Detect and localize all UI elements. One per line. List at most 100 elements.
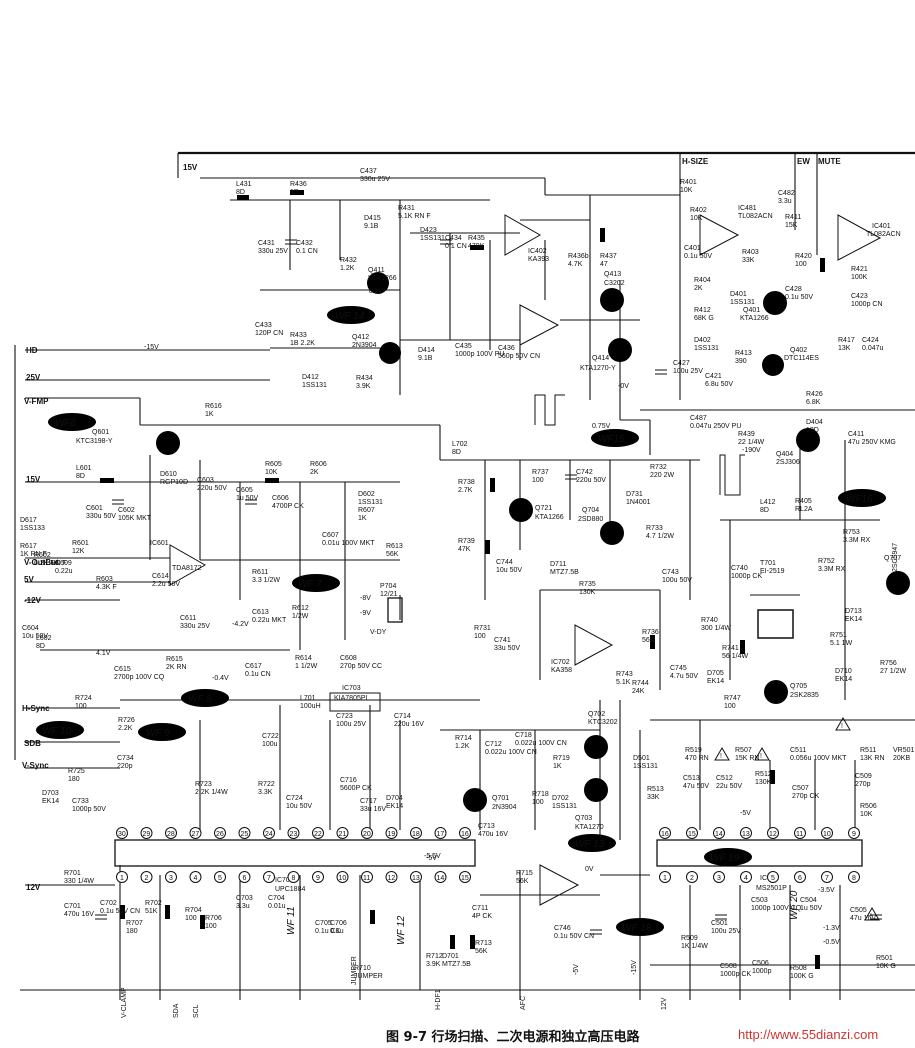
component-value: 0.1u 50V [684, 253, 712, 260]
rail-label: V-Sync [22, 761, 49, 770]
component-value: 1000p 100V CQ [751, 905, 802, 912]
svg-text:!: ! [870, 913, 872, 920]
component-ref: D415 [364, 215, 381, 222]
ic-pin-number: 1 [120, 875, 124, 882]
ic-part: TL082ACN [866, 231, 901, 238]
ic-pin-number: 22 [314, 831, 322, 838]
ic-pin-number: 11 [796, 831, 803, 838]
component-value: 5600P CK [340, 785, 372, 792]
ic-pin-circle [165, 871, 177, 883]
component-value: 330u 50V [86, 513, 116, 520]
component-ref: R738 [458, 479, 475, 486]
pin-function-label: -5V [573, 964, 580, 975]
ic-ref: IC702 [551, 659, 570, 666]
component-ref: C424 [862, 337, 879, 344]
transistor-part: 2N3904 [492, 804, 517, 811]
component-ref: C711 [472, 905, 488, 912]
component-ref: C505 [850, 907, 867, 914]
component-value: 0.022u 100V CN [485, 749, 537, 756]
component-value: 1000p CN [851, 301, 883, 308]
component-value: 1B 2.2K [290, 340, 315, 347]
component-value: 100 [795, 261, 807, 268]
component-ref: C504 [800, 897, 817, 904]
component-value: 9.1B [418, 355, 433, 362]
voltage-annotation: -8V [360, 595, 371, 602]
component-ref: C733 [72, 798, 89, 805]
component-value: 130K [579, 589, 596, 596]
rail-label: 5V [24, 575, 34, 584]
ic-part: MS2501P [756, 885, 787, 892]
component-value: 100u [262, 741, 278, 748]
pin-function-label: SCL [193, 1004, 200, 1018]
component-ref: C601 [86, 505, 103, 512]
component-ref: C509 [855, 773, 872, 780]
component-ref: R605 [265, 461, 282, 468]
ic-pin-circle [767, 827, 779, 839]
component-value: 2K [310, 469, 319, 476]
transistor-ref: Q704 [582, 507, 599, 514]
component-ref: VR501 [893, 747, 915, 754]
component-value: 5.1 1W [830, 640, 853, 647]
wf-tag: WF6 [55, 418, 77, 429]
component-value: 100 [724, 703, 736, 710]
component-ref: C435 [455, 343, 472, 350]
component-ref: R707 [126, 920, 143, 927]
rail-label: -12V [24, 596, 42, 605]
wf-tag: WF 20 [789, 890, 800, 920]
component-ref: R736 [642, 629, 659, 636]
component-ref: D414 [418, 347, 435, 354]
component-ref: C506 [752, 960, 769, 967]
voltage-annotation: -1.3V [823, 925, 840, 932]
component-value: 3.3K [258, 789, 273, 796]
ic-pin-circle [794, 871, 806, 883]
component-value: 10K [690, 215, 703, 222]
ic-pin-circle [238, 827, 251, 839]
component-ref: C603 [197, 477, 214, 484]
component-value: 27 1/2W [880, 668, 906, 675]
component-ref: R432 [340, 257, 357, 264]
component-ref: R741 [722, 645, 739, 652]
component-value: 56K [386, 551, 399, 558]
rail-label: MUTE [818, 157, 841, 166]
component-value: EK14 [386, 803, 403, 810]
component-value: 0.1 CN [296, 248, 318, 255]
component-value: 2.2K [118, 725, 133, 732]
ic-pin-number: 4 [194, 875, 198, 882]
ic-pin-circle [740, 827, 752, 839]
svg-text:!: ! [841, 723, 843, 730]
rail-label: 15V [26, 475, 41, 484]
wf-tag: WF16 [846, 494, 873, 505]
svg-text:!: ! [760, 753, 762, 760]
component-ref: R433 [290, 332, 307, 339]
transistor-part: KTC3198-Y [76, 438, 113, 445]
component-ref: C613 [252, 609, 269, 616]
component-ref: C712 [485, 741, 502, 748]
component-value: 0.022u 100V CN [515, 740, 567, 747]
component-ref: R715 [516, 870, 533, 877]
component-ref: C713 [478, 823, 495, 830]
component-value: 100 [75, 703, 87, 710]
ic-pin-circle [312, 827, 324, 839]
component-ref: C706 [330, 920, 347, 927]
ic-pin-number: 30 [118, 831, 126, 838]
component-ref: R607 [358, 507, 375, 514]
component-value: 8D [236, 189, 245, 196]
component-value: 220p [117, 763, 133, 770]
component-ref: C718 [515, 732, 532, 739]
svg-text:!: ! [720, 753, 722, 760]
component-value: 56K [516, 878, 529, 885]
component-value: 47u 16V [850, 915, 876, 922]
component-ref: C511 [790, 747, 806, 754]
component-value: MTZ7.5B [442, 961, 471, 968]
component-ref: R420 [795, 253, 812, 260]
component-value: 1000p 50V [72, 806, 106, 813]
watermark-prefix: http:// [738, 1027, 771, 1042]
component-value: 12K [72, 548, 85, 555]
component-value: 4.7K [568, 261, 583, 268]
component-ref: R743 [616, 671, 633, 678]
component-ref: L431 [236, 181, 252, 188]
ic-pin-circle [767, 871, 779, 883]
component-value: 4.7u 50V [670, 673, 698, 680]
component-value: 33K [647, 794, 660, 801]
